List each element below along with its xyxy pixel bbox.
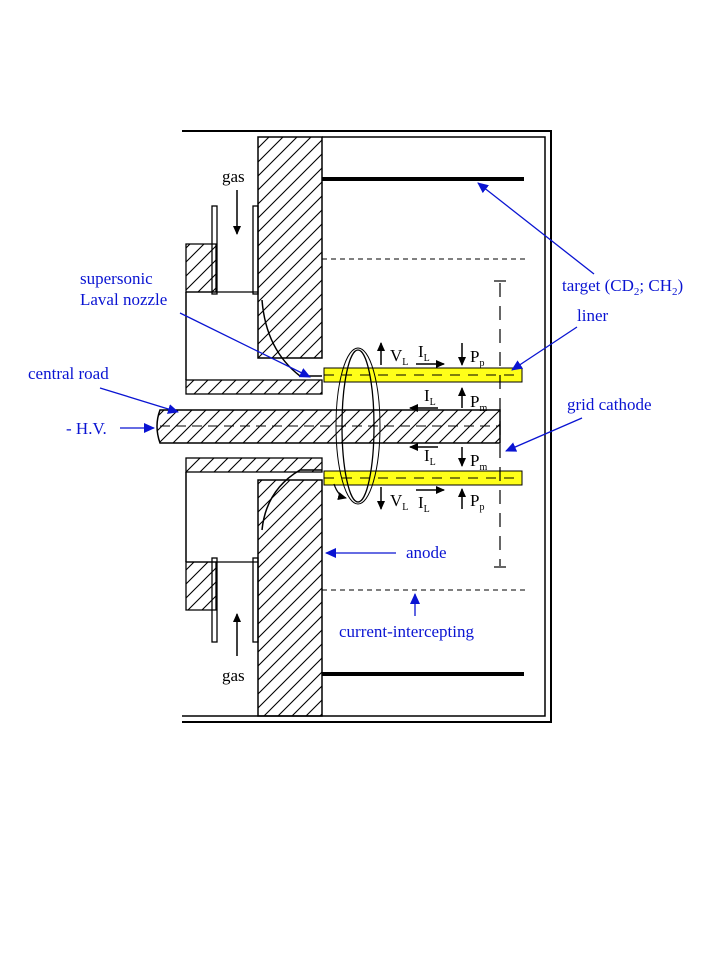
current-intercepting-grid	[322, 258, 525, 591]
il-label-top: IL	[418, 342, 430, 364]
pp-label-top: Pp	[470, 347, 484, 369]
central-road-label: central road	[28, 364, 109, 383]
target-label: target (CD2; CH2)	[562, 276, 683, 298]
vl-label-top: VL	[390, 346, 408, 368]
target-plates	[322, 177, 524, 676]
vacuum-chamber	[182, 130, 552, 723]
anode-block	[257, 136, 323, 717]
il-label-bottom: IL	[418, 493, 430, 515]
hv-label: - H.V.	[66, 419, 107, 438]
current-intercepting-label: current-intercepting	[339, 622, 474, 641]
anode-label: anode	[406, 543, 447, 562]
grid-cathode	[494, 280, 506, 568]
pp-label-bottom: Pp	[470, 491, 484, 513]
gas-inlet-top	[185, 205, 259, 380]
vl-label-bottom: VL	[390, 491, 408, 513]
gas-label-bottom: gas	[222, 666, 245, 685]
gas-inlet-bottom	[185, 472, 259, 643]
supersonic-label: supersonic	[80, 269, 153, 288]
grid-cathode-label: grid cathode	[567, 395, 652, 414]
force-arrows	[233, 190, 466, 656]
gas-label-top: gas	[222, 167, 245, 186]
field-loop	[333, 347, 381, 505]
laval-nozzle-label: Laval nozzle	[80, 290, 167, 309]
il-label-mid-bottom: IL	[424, 446, 436, 468]
symbol-labels: VL IL Pp IL Pm IL Pm VL IL Pp	[390, 342, 487, 515]
pm-label-bottom: Pm	[470, 451, 487, 473]
central-rod	[156, 409, 501, 444]
annotations: supersonic Laval nozzle central road - H…	[28, 182, 683, 641]
pm-label-top: Pm	[470, 392, 487, 414]
liner-label: liner	[577, 306, 608, 325]
insulator	[185, 379, 323, 473]
il-label-mid-top: IL	[424, 386, 436, 408]
